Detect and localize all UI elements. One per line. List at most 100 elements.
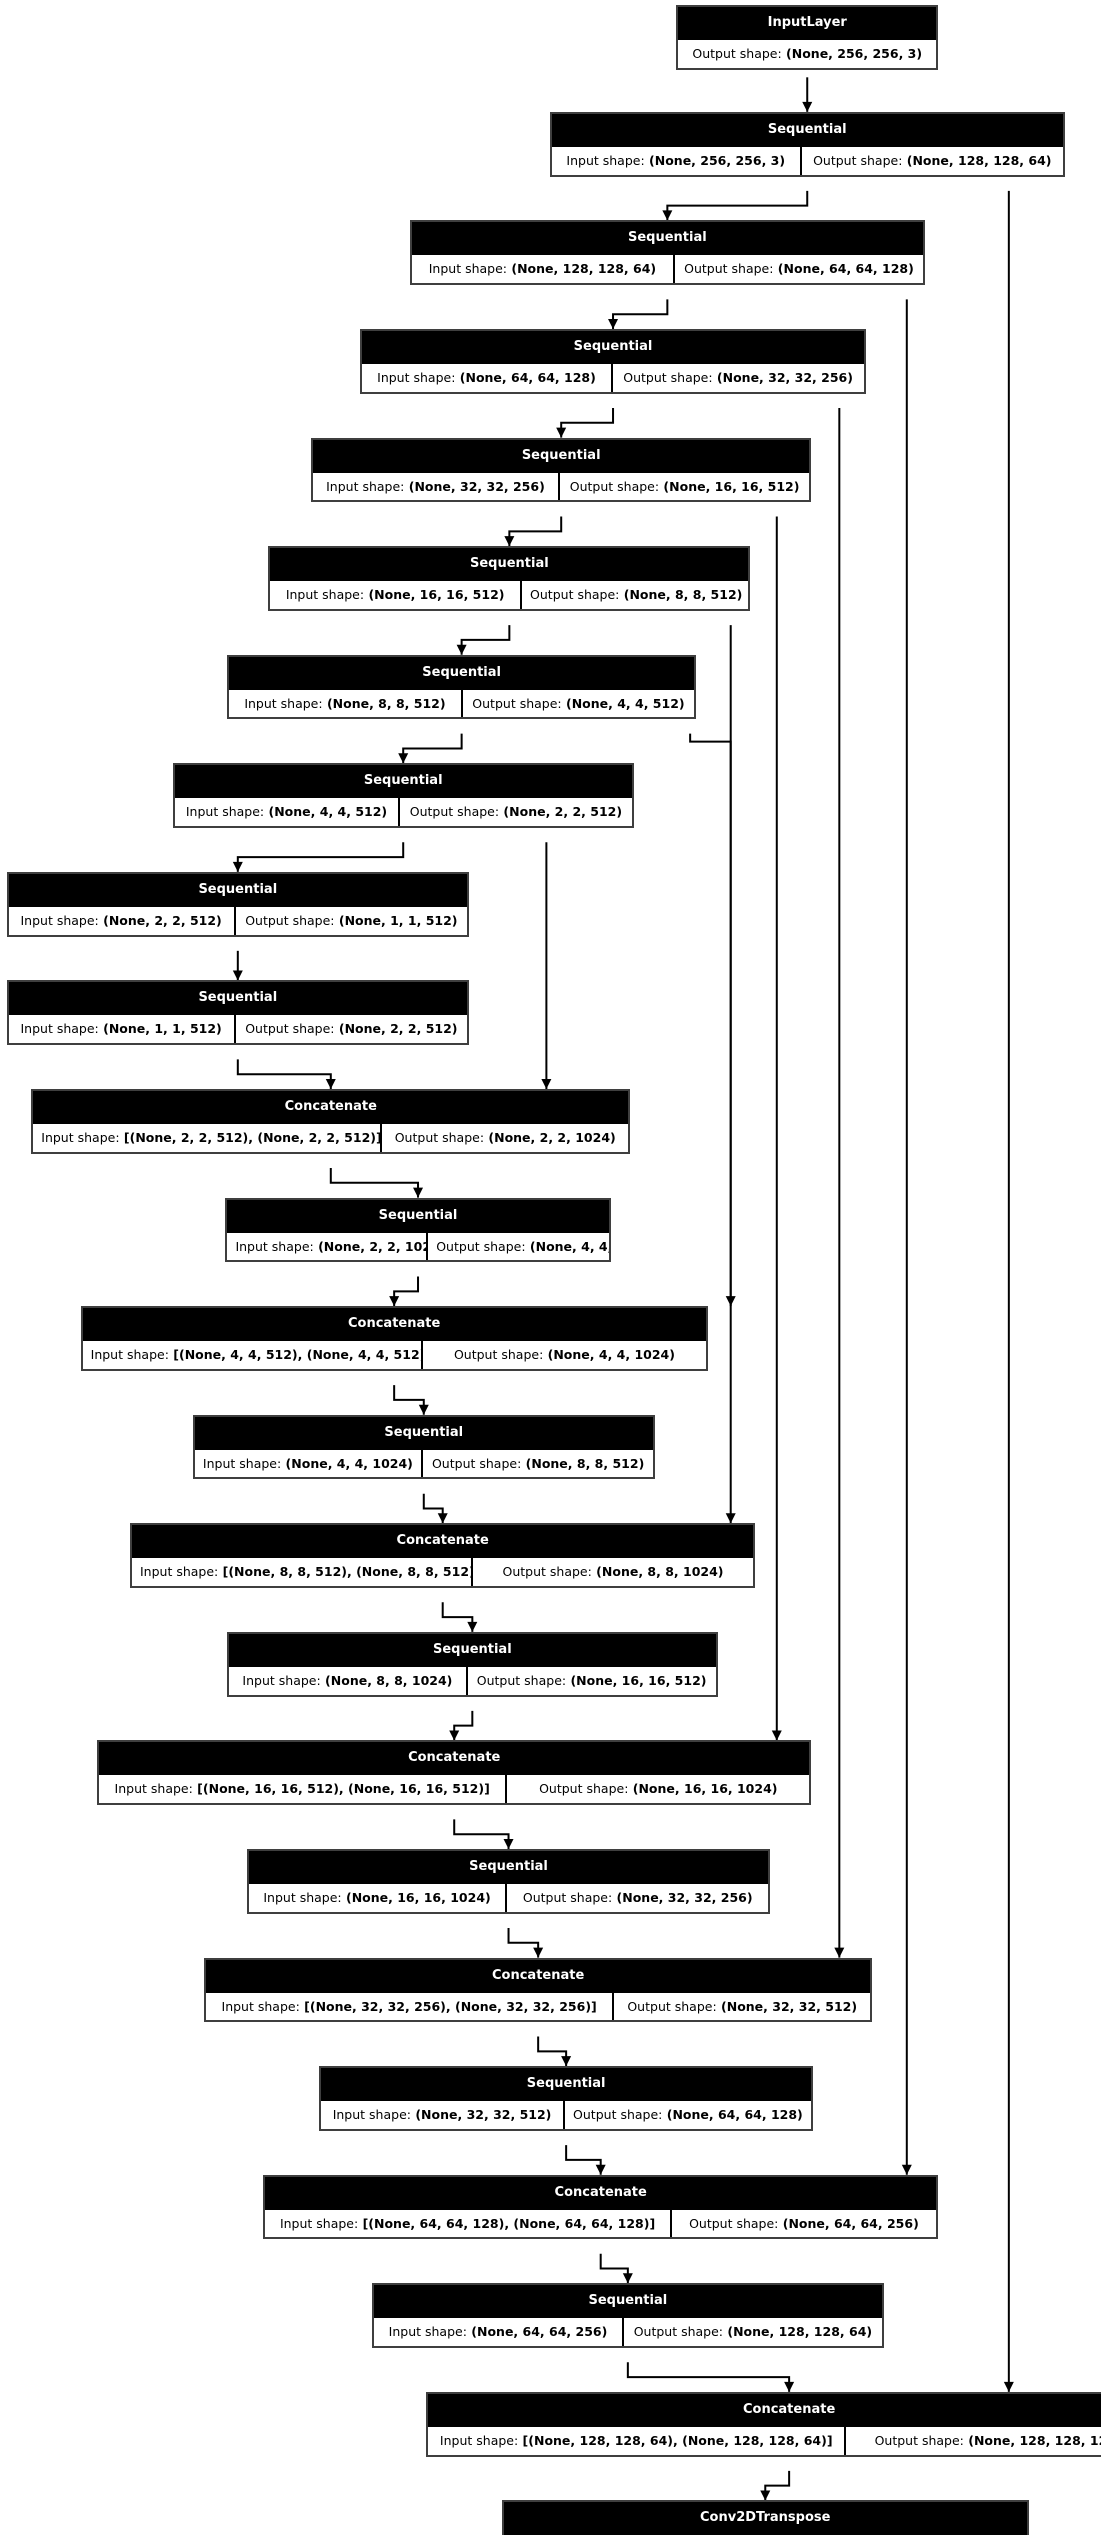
layer-input-shape: Input shape: (None, 16, 16, 512)	[270, 581, 523, 609]
edge-arrowhead	[725, 1296, 736, 1307]
edge-line	[537, 2036, 568, 2067]
layer-node-type: Concatenate	[33, 1091, 629, 1122]
edge-arrowhead	[437, 1513, 448, 1524]
layer-input-shape: Input shape: [(None, 8, 8, 512), (None, …	[132, 1558, 473, 1587]
edge-arrowhead	[325, 1079, 336, 1090]
layer-output-shape: Output shape: (None, 32, 32, 256)	[623, 370, 853, 385]
edge-line	[507, 1927, 540, 1958]
edge-arrowhead	[232, 861, 243, 872]
layer-input-shape: Input shape: (None, 4, 4, 512)	[175, 798, 401, 827]
layer-output-shape: Output shape: (None, 16, 16, 1024)	[539, 1781, 778, 1797]
layer-node-shapes: Input shape: (None, 8, 8, 1024)Output sh…	[229, 1664, 716, 1695]
edge-arrowhead	[595, 2164, 606, 2175]
layer-node-shapes: Input shape: (None, 128, 128, 64) Output …	[411, 253, 923, 284]
layer-node-type: Sequential	[227, 1199, 609, 1231]
layer-input-shape: Input shape: (None, 128, 128, 64)	[412, 255, 676, 284]
layer-input-shape: Input shape: (None, 8, 8, 1024)	[229, 1666, 468, 1695]
edge-line	[329, 1167, 420, 1198]
edge-line	[764, 2470, 791, 2501]
edge-line	[453, 1710, 474, 1741]
layer-node-shapes: Input shape: (None, 8, 8, 512)Output sha…	[229, 687, 695, 718]
layer-output-shape: Output shape: (None, 2, 2, 1024)	[394, 1130, 616, 1145]
layer-input-shape: Input shape: (None, 64, 64, 128)	[362, 364, 613, 392]
layer-node-shapes: Input shape: [(None, 4, 4, 512), (None, …	[82, 1339, 706, 1369]
layer-node-shapes: Input shape: (None, 32, 32, 512)Output s…	[321, 2099, 811, 2129]
layer-node-type: Sequential	[229, 656, 695, 688]
edge-arrowhead	[834, 1947, 845, 1958]
layer-input-shape: Input shape: [(None, 128, 128, 64), (Non…	[428, 2426, 847, 2455]
layer-node-conv2dtranspose: Conv2DTransposeInput shape: (None, 128, …	[501, 2500, 1029, 2535]
layer-input-shape: Input shape: (None, 64, 64, 256)	[374, 2318, 625, 2347]
layer-node-shapes: Input shape: (None, 4, 4, 512)Output sha…	[174, 796, 632, 827]
layer-node-shapes: Input shape: [(None, 32, 32, 256), (None…	[206, 1990, 871, 2021]
layer-output-shape: Output shape: (None, 2, 2, 512)	[245, 1021, 458, 1037]
edge-arrowhead	[725, 1513, 736, 1524]
layer-output-shape: Output shape: (None, 32, 32, 512)	[627, 1998, 858, 2014]
edge-line	[626, 2362, 791, 2392]
layer-input-shape: Input shape: (None, 1, 1, 512)	[9, 1015, 236, 1044]
layer-node-type: Concatenate	[428, 2393, 1101, 2425]
layer-input-shape: Input shape: (None, 4, 4, 1024)	[195, 1449, 424, 1478]
edge-line	[393, 1276, 420, 1307]
layer-output-shape: Output shape: (None, 128, 128, 64)	[813, 152, 1052, 168]
layer-output-shape: Output shape: (None, 128, 128, 64)	[633, 2324, 873, 2340]
layer-node-shapes: Input shape: (None, 1, 1, 512) Output sha…	[8, 1013, 468, 1044]
layer-input-shape: Input shape: [(None, 16, 16, 512), (None…	[99, 1775, 508, 1804]
edge-line	[393, 1385, 425, 1415]
layer-output-shape: Output shape: (None, 4, 4, 512)	[472, 695, 685, 711]
layer-node-type: Sequential	[174, 765, 632, 797]
edge-arrowhead	[556, 427, 567, 438]
edge-arrowhead	[467, 1621, 478, 1632]
layer-input-shape: Input shape: [(None, 64, 64, 128), (None…	[265, 2209, 672, 2238]
edge-arrowhead	[398, 753, 409, 764]
layer-input-shape: Input shape: (None, 32, 32, 256)	[313, 472, 560, 501]
edge-arrowhead	[541, 1079, 552, 1090]
layer-node-type: Sequential	[8, 982, 468, 1014]
edge-line	[560, 407, 615, 438]
edge-arrowhead	[802, 101, 813, 112]
edge-line	[402, 733, 463, 764]
layer-input-shape: Input shape: [(None, 4, 4, 512), (None, …	[83, 1341, 424, 1369]
edge-line	[508, 516, 563, 547]
layer-node-type: Sequential	[248, 1851, 769, 1883]
edge-arrowhead	[771, 1730, 782, 1741]
layer-output-shape: Output shape: (None, 32, 32, 256)	[522, 1890, 753, 1906]
layer-node-shapes: Input shape: [(None, 64, 64, 128), (None…	[265, 2207, 937, 2238]
layer-node-type: Concatenate	[206, 1959, 871, 1991]
layer-output-shape: Output shape: (None, 64, 64, 256)	[689, 2215, 919, 2231]
layer-node-type: Sequential	[362, 331, 864, 362]
layer-output-shape: Output shape: (None, 8, 8, 512)	[431, 1455, 645, 1471]
layer-node-shapes: Input shape: (None, 256, 256, 3) Output s…	[551, 144, 1063, 175]
edge-arrowhead	[662, 210, 673, 221]
layer-node-type: InputLayer	[678, 6, 937, 38]
edge-arrowhead	[533, 1947, 544, 1958]
layer-input-shape: Input shape: (None, 2, 2, 512)	[9, 906, 236, 935]
layer-node-shapes: Input shape: (None, 16, 16, 1024)Output …	[248, 1882, 769, 1912]
layer-input-shape: Input shape: (None, 256, 256, 3)	[552, 146, 802, 175]
layer-output-shape: Output shape: (None, 128, 128, 128)	[874, 2432, 1101, 2448]
edge-arrowhead	[413, 1187, 424, 1198]
layer-output-shape: Output shape: (None, 64, 64, 128)	[684, 261, 914, 277]
edge-arrowhead	[901, 2164, 912, 2175]
layer-input-shape: Input shape: [(None, 2, 2, 512), (None, …	[33, 1124, 383, 1152]
edge-arrowhead	[622, 2273, 633, 2284]
layer-node-shapes: Input shape: (None, 16, 16, 512)Output s…	[270, 579, 749, 609]
edge-arrowhead	[760, 2490, 771, 2501]
layer-node-type: Sequential	[411, 222, 923, 254]
layer-node-shapes: Output shape: (None, 256, 256, 3)	[678, 37, 937, 68]
edge-arrowhead	[561, 2056, 572, 2067]
edge-line	[689, 733, 732, 1307]
edge-arrowhead	[504, 536, 515, 547]
layer-node-type: Concatenate	[265, 2176, 937, 2208]
